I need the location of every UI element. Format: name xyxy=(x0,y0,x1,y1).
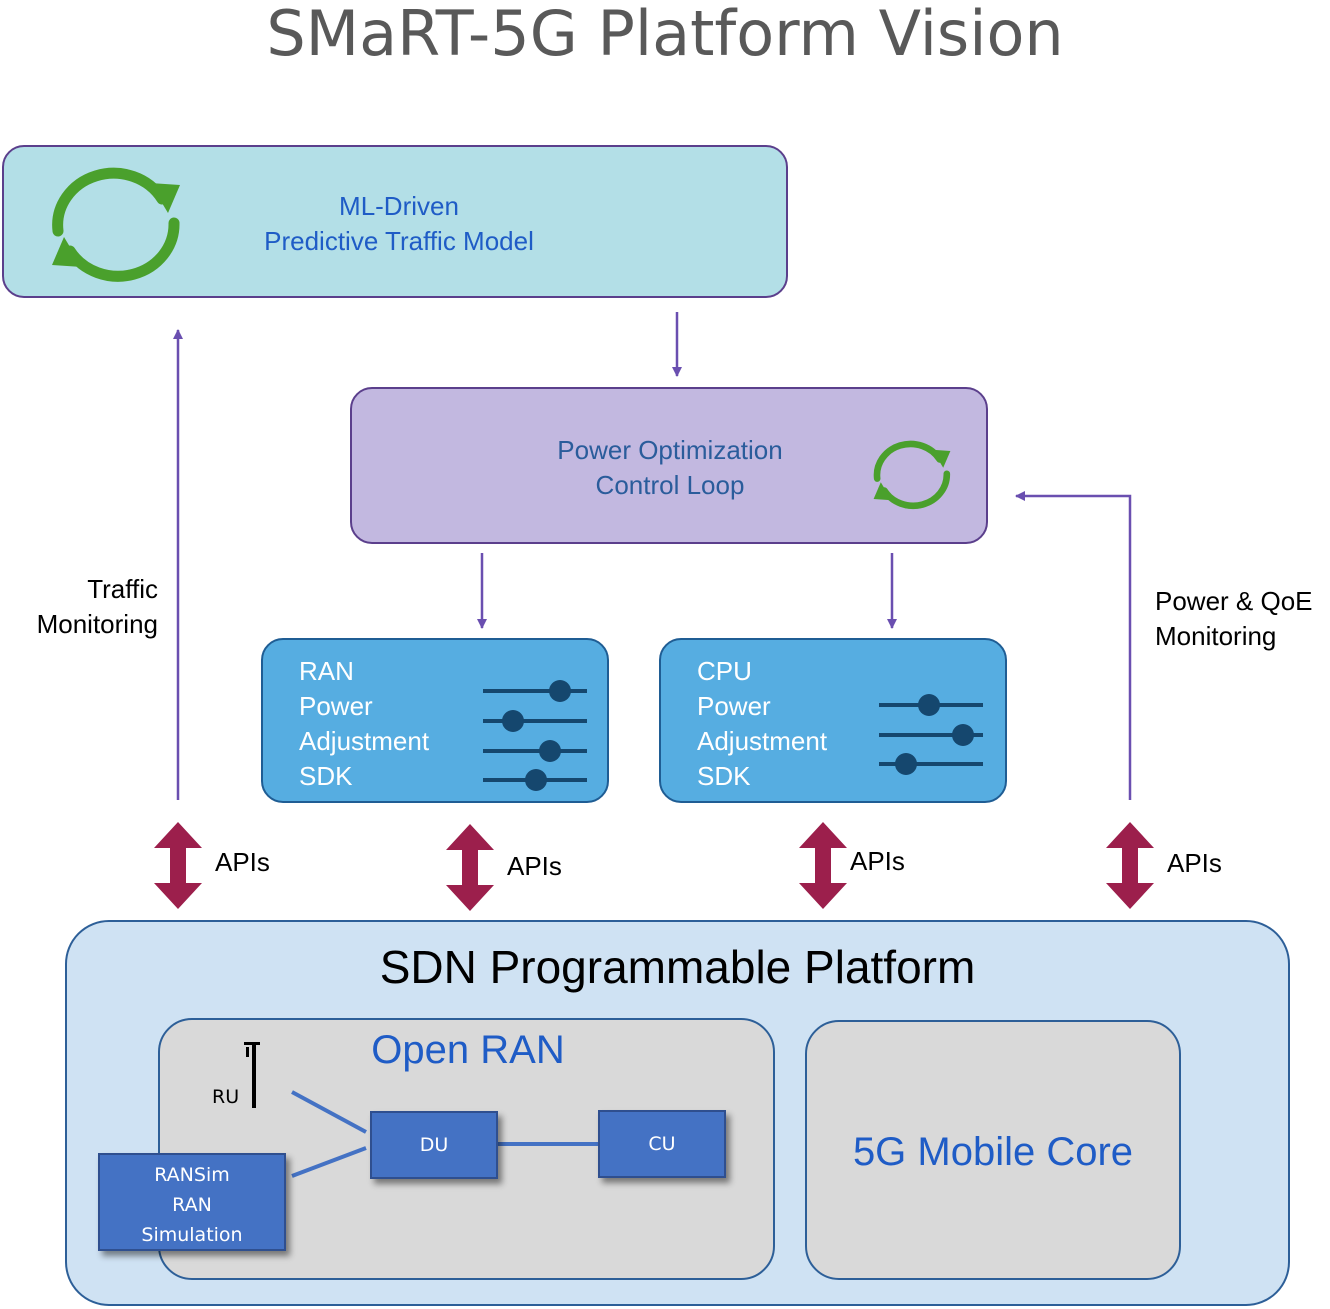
ml-model-line1: ML-Driven xyxy=(339,191,459,221)
api-label: APIs xyxy=(507,851,562,881)
api-label: APIs xyxy=(1167,848,1222,878)
ran-power-sdk-box: RAN Power Adjustment SDK xyxy=(261,638,609,803)
diagram-title: SMaRT-5G Platform Vision xyxy=(266,0,1064,70)
ru-label: RU xyxy=(212,1086,240,1108)
cycle-arrows-icon xyxy=(52,167,180,282)
cpu-sdk-line3: Adjustment xyxy=(697,726,828,756)
cpu-power-sdk-box: CPU Power Adjustment SDK xyxy=(659,638,1007,803)
ran-sdk-line3: Adjustment xyxy=(299,726,430,756)
cpu-sdk-line1: CPU xyxy=(697,656,752,686)
cpu-sdk-line4: SDK xyxy=(697,761,751,791)
cpu-sdk-line2: Power xyxy=(697,691,771,721)
power-optimization-loop-box: Power Optimization Control Loop xyxy=(350,387,988,544)
power-loop-line2: Control Loop xyxy=(595,470,745,500)
ran-sdk-line4: SDK xyxy=(299,761,353,791)
sliders-icon xyxy=(483,680,587,791)
mobile-core-box: 5G Mobile Core xyxy=(805,1020,1181,1280)
cu-node: CU xyxy=(598,1110,726,1178)
ml-model-line2: Predictive Traffic Model xyxy=(264,226,534,256)
api-double-arrow xyxy=(154,822,202,909)
api-label: APIs xyxy=(215,847,270,877)
sliders-icon xyxy=(879,694,983,775)
cycle-arrows-icon xyxy=(873,440,951,509)
ransim-node: RANSim RAN Simulation xyxy=(98,1153,286,1251)
ran-sdk-line2: Power xyxy=(299,691,373,721)
api-label: APIs xyxy=(850,846,905,876)
ran-sdk-line1: RAN xyxy=(299,656,354,686)
mobile-core-label: 5G Mobile Core xyxy=(852,1130,1134,1174)
power-qoe-monitoring-arrow xyxy=(1015,491,1132,800)
api-double-arrow xyxy=(1106,822,1154,909)
ml-predictive-model-box: ML-Driven Predictive Traffic Model xyxy=(2,145,788,298)
du-node: DU xyxy=(370,1111,498,1179)
antenna-icon xyxy=(244,1042,260,1108)
api-double-arrow xyxy=(799,822,847,909)
open-ran-title: Open RAN xyxy=(371,1028,565,1072)
power-loop-line1: Power Optimization xyxy=(557,435,783,465)
power-qoe-monitoring-label: Power & QoE Monitoring xyxy=(1155,586,1313,651)
sdn-platform-title: SDN Programmable Platform xyxy=(379,941,976,993)
traffic-monitoring-label: Traffic Monitoring xyxy=(36,574,158,639)
api-double-arrow xyxy=(446,824,494,911)
